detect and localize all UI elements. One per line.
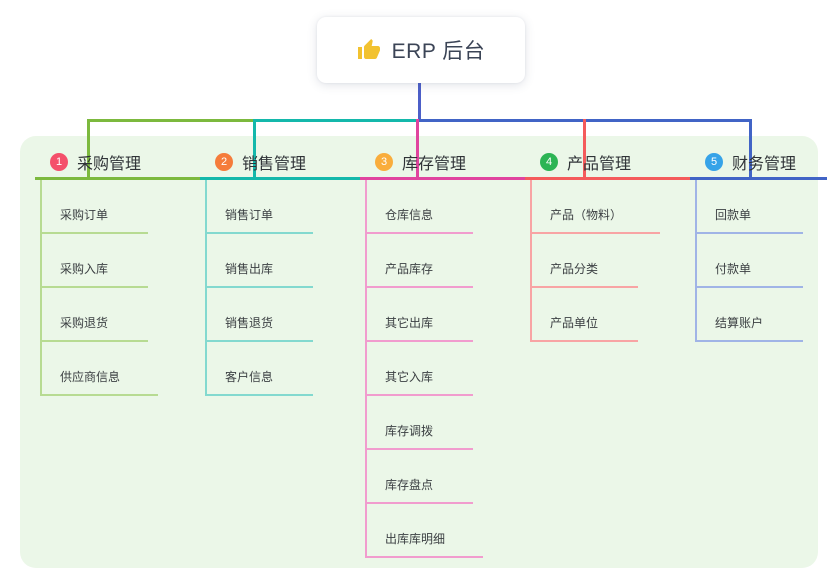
branch-item-label: 回款单 [715, 208, 752, 222]
branch-title: 库存管理 [402, 155, 467, 173]
branch-item[interactable]: 产品单位 [532, 288, 638, 342]
branch-item[interactable]: 产品库存 [367, 234, 473, 288]
connector-drop [87, 119, 90, 179]
branch-title: 产品管理 [567, 155, 632, 173]
branch-item[interactable]: 库存盘点 [367, 450, 473, 504]
branch-item-label: 其它出库 [385, 316, 434, 330]
branch-item[interactable]: 仓库信息 [367, 180, 473, 234]
thumbs-up-icon [357, 39, 380, 59]
connector-drop [583, 119, 586, 179]
branch-number-badge: 5 [705, 152, 723, 171]
branch-column: 3 库存管理 仓库信息产品库存其它出库其它入库库存调拨库存盘点出库库明细 [360, 146, 533, 558]
branch-header[interactable]: 3 库存管理 [360, 146, 533, 180]
branch-items: 仓库信息产品库存其它出库其它入库库存调拨库存盘点出库库明细 [365, 180, 484, 558]
branch-item[interactable]: 其它入库 [367, 342, 473, 396]
mindmap-panel [20, 136, 818, 568]
branch-item[interactable]: 销售订单 [207, 180, 313, 234]
branch-items: 采购订单采购入库采购退货供应商信息 [40, 180, 159, 396]
branch-header[interactable]: 1 采购管理 [35, 146, 208, 180]
branch-item[interactable]: 销售出库 [207, 234, 313, 288]
branch-item[interactable]: 出库库明细 [367, 504, 484, 558]
branch-item-label: 结算账户 [715, 316, 764, 330]
branch-column: 4 产品管理 产品（物料） 产品分类产品单位 [525, 146, 698, 342]
branch-item[interactable]: 其它出库 [367, 288, 473, 342]
branch-item[interactable]: 采购退货 [42, 288, 148, 342]
connector-drop [416, 119, 419, 179]
branch-item[interactable]: 回款单 [697, 180, 803, 234]
branch-item-label: 产品库存 [385, 262, 434, 276]
connector-drop [749, 119, 752, 179]
branch-item-label: 采购退货 [60, 316, 109, 330]
branch-item-label: 其它入库 [385, 370, 434, 384]
branch-items: 回款单付款单结算账户 [695, 180, 803, 342]
connector-bus-segment [253, 119, 419, 122]
branch-column: 1 采购管理 采购订单采购入库采购退货供应商信息 [35, 146, 208, 396]
branch-item-label: 产品单位 [550, 316, 599, 330]
branch-item-label: 采购订单 [60, 208, 109, 222]
branch-number-badge: 4 [540, 152, 558, 171]
branch-number-badge: 2 [215, 152, 233, 171]
branch-header[interactable]: 4 产品管理 [525, 146, 698, 180]
branch-items: 产品（物料） 产品分类产品单位 [530, 180, 661, 342]
branch-item[interactable]: 库存调拨 [367, 396, 473, 450]
branch-item-label: 库存调拨 [385, 424, 434, 438]
branch-number-badge: 3 [375, 152, 393, 171]
branch-item-label: 产品（物料） [550, 208, 623, 222]
branch-item-label: 仓库信息 [385, 208, 434, 222]
branch-item-label: 销售出库 [225, 262, 274, 276]
branch-item[interactable]: 结算账户 [697, 288, 803, 342]
connector-drop [253, 119, 256, 179]
branch-column: 5 财务管理 回款单付款单结算账户 [690, 146, 827, 342]
branch-number-badge: 1 [50, 152, 68, 171]
branch-item[interactable]: 采购入库 [42, 234, 148, 288]
root-connector-line [418, 83, 421, 121]
branch-item-label: 采购入库 [60, 262, 109, 276]
branch-header[interactable]: 5 财务管理 [690, 146, 827, 180]
branch-title: 销售管理 [242, 155, 307, 173]
root-title: ERP 后台 [391, 40, 486, 63]
branch-item[interactable]: 客户信息 [207, 342, 313, 396]
branch-item[interactable]: 销售退货 [207, 288, 313, 342]
branch-item-label: 付款单 [715, 262, 752, 276]
branch-item[interactable]: 产品（物料） [532, 180, 661, 234]
branch-item[interactable]: 付款单 [697, 234, 803, 288]
branch-items: 销售订单销售出库销售退货客户信息 [205, 180, 313, 396]
branch-item-label: 出库库明细 [385, 532, 446, 546]
branch-item-label: 客户信息 [225, 370, 274, 384]
branch-item[interactable]: 产品分类 [532, 234, 638, 288]
branch-item-label: 库存盘点 [385, 478, 434, 492]
branch-header[interactable]: 2 销售管理 [200, 146, 373, 180]
branch-item-label: 销售退货 [225, 316, 274, 330]
root-node[interactable]: ERP 后台 [317, 17, 525, 83]
branch-item[interactable]: 采购订单 [42, 180, 148, 234]
branch-item-label: 供应商信息 [60, 370, 121, 384]
branch-column: 2 销售管理 销售订单销售出库销售退货客户信息 [200, 146, 373, 396]
branch-item-label: 产品分类 [550, 262, 599, 276]
branch-title: 财务管理 [732, 155, 797, 173]
branch-item-label: 销售订单 [225, 208, 274, 222]
branch-item[interactable]: 供应商信息 [42, 342, 159, 396]
connector-bus-segment [87, 119, 254, 122]
branch-title: 采购管理 [77, 155, 142, 173]
